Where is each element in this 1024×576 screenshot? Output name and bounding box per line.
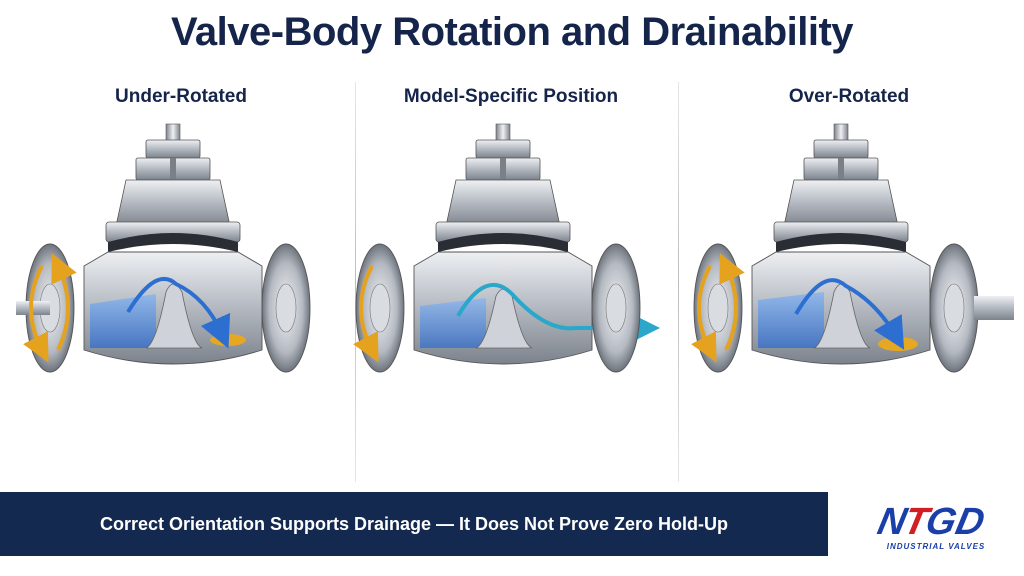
panel-label-under-rotated: Under-Rotated [115, 86, 247, 107]
caption-text: Correct Orientation Supports Drainage — … [99, 513, 729, 534]
valve-over-rotated-illustration [691, 123, 1014, 373]
panel-divider [355, 82, 356, 482]
panel-label-over-rotated: Over-Rotated [788, 86, 910, 107]
company-logo: N T G D INDUSTRIAL VALVES [874, 500, 988, 551]
page-title: Valve-Body Rotation and Drainability [170, 10, 854, 54]
panel-label-model-specific-position: Model-Specific Position [403, 86, 619, 107]
panel-under-rotated: Under-Rotated [16, 80, 346, 480]
panel-divider [678, 82, 679, 482]
logo-mark: N T G D [874, 500, 988, 543]
valve-correct-illustration [353, 123, 660, 373]
panel-model-specific-position: Model-Specific Position [346, 80, 676, 480]
svg-text:INDUSTRIAL VALVES: INDUSTRIAL VALVES [887, 542, 986, 551]
panel-over-rotated: Over-Rotated [684, 80, 1014, 480]
valve-under-rotated-illustration [16, 123, 311, 373]
caption-banner: Correct Orientation Supports Drainage — … [0, 492, 828, 556]
